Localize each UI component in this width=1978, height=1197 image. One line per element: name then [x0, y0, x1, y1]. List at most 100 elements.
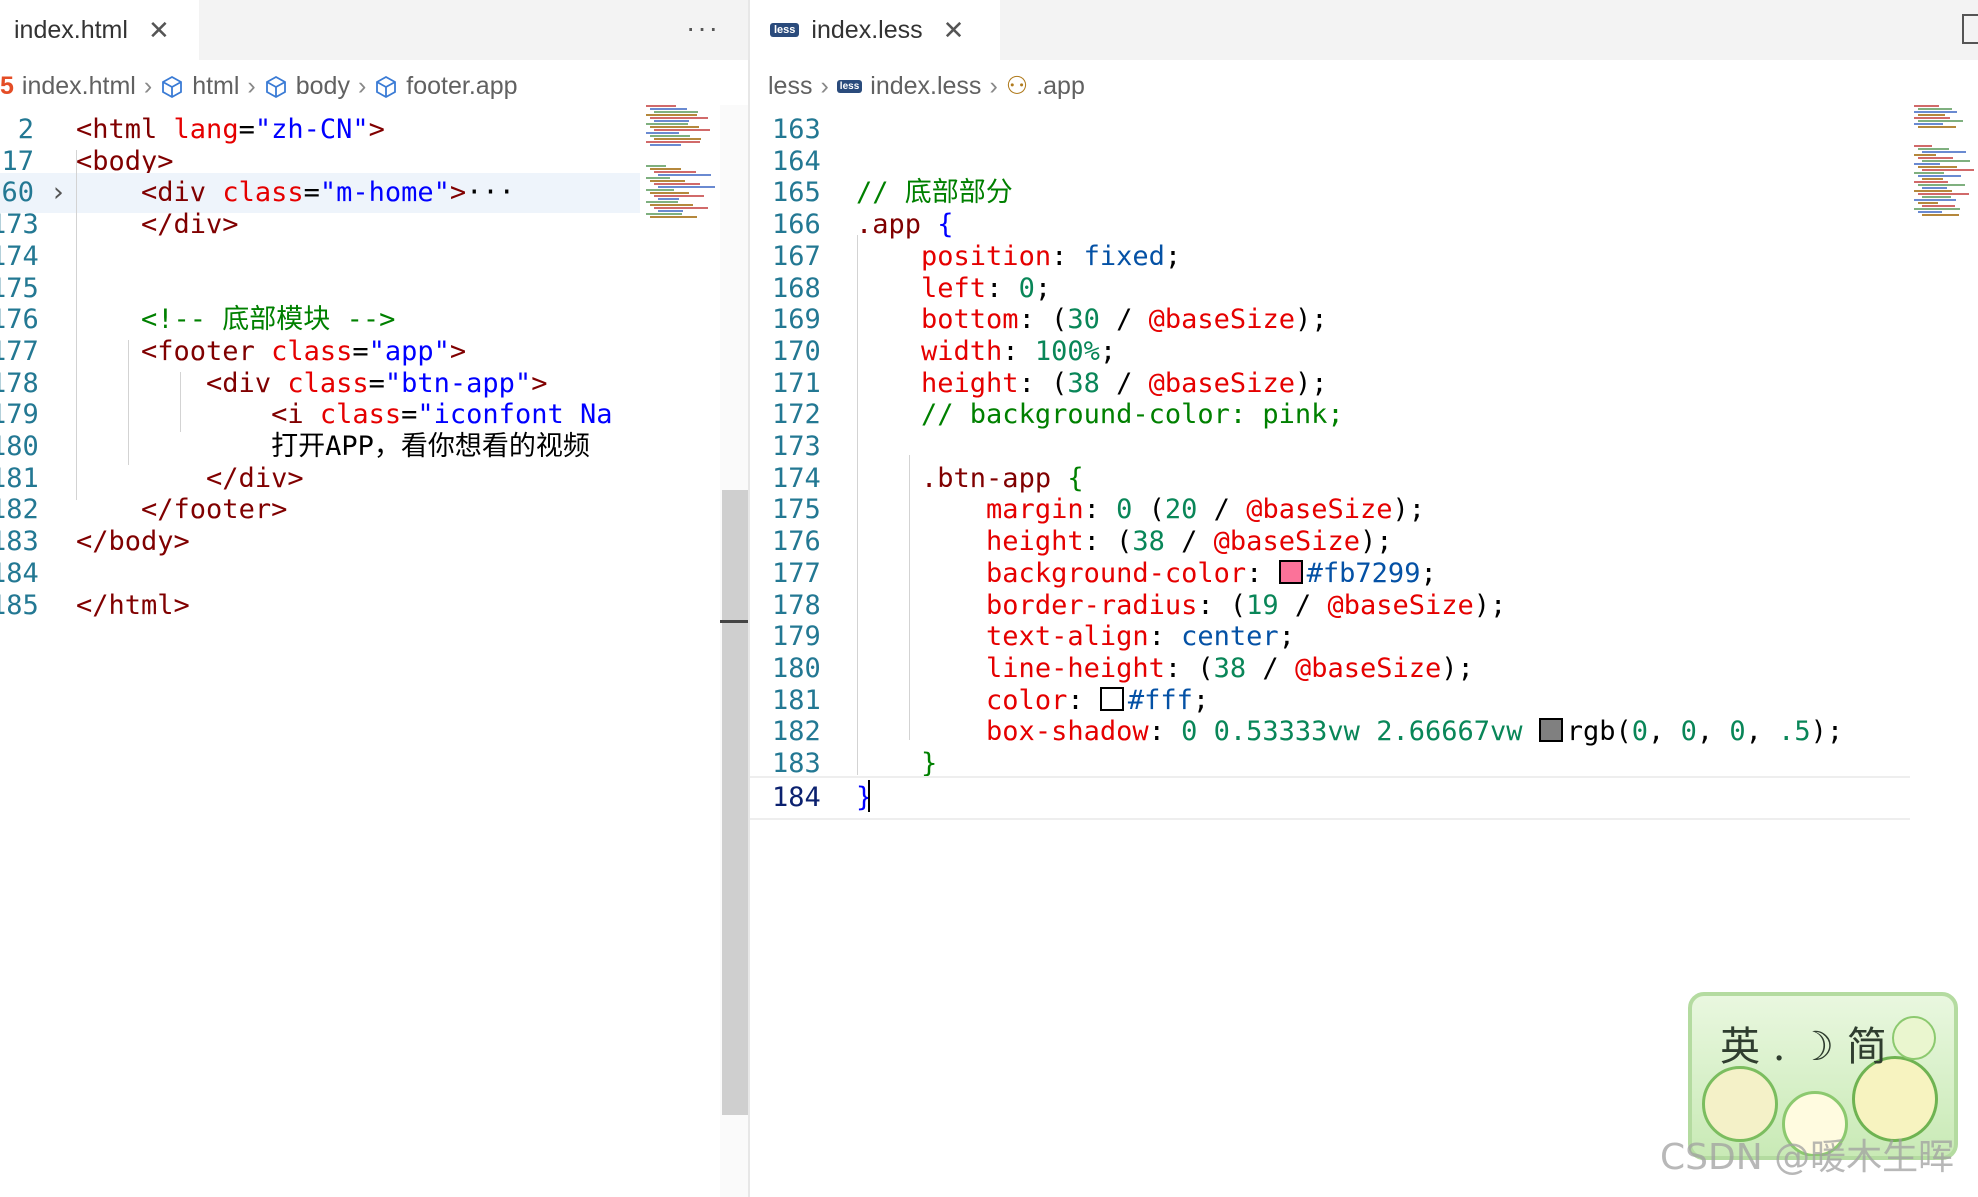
code-line[interactable]: 185</html> — [0, 586, 640, 626]
code-line[interactable]: 182 </footer> — [0, 490, 640, 530]
tab-index-less[interactable]: less index.less ✕ — [750, 0, 1000, 60]
tab-index-html[interactable]: index.html ✕ — [0, 0, 199, 60]
code-token: "zh-CN" — [254, 114, 369, 145]
code-token: "m-home" — [319, 177, 450, 209]
code-line[interactable]: 172 // background-color: pink; — [750, 395, 1910, 435]
breadcrumb-label: index.html — [21, 71, 136, 100]
code-token — [856, 716, 986, 747]
code-token: lang — [173, 114, 239, 145]
code-line[interactable]: 181 </div> — [0, 459, 640, 499]
close-icon[interactable]: ✕ — [147, 14, 170, 45]
code-line[interactable]: 163 — [750, 110, 1910, 150]
close-icon[interactable]: ✕ — [942, 14, 965, 45]
ime-status-widget[interactable]: 英 . ☽ 简 — [1688, 992, 1958, 1160]
line-number: 178 — [0, 367, 39, 399]
code-line[interactable]: 181 color: #fff; — [750, 681, 1910, 721]
code-line[interactable]: 178 border-radius: (19 / @baseSize); — [750, 586, 1910, 626]
code-line[interactable]: 171 height: (38 / @baseSize); — [750, 364, 1910, 404]
code-line[interactable]: 174 — [0, 237, 640, 277]
code-text: 打开APP，看你想看的视频 — [76, 427, 590, 467]
vertical-scrollbar[interactable] — [720, 105, 748, 1197]
watermark: CSDN @暖木生晖 — [1660, 1137, 1955, 1178]
breadcrumb-item[interactable]: less — [768, 72, 812, 101]
code-line[interactable]: 184} — [750, 775, 1910, 820]
code-line[interactable]: 179 text-align: center; — [750, 617, 1910, 657]
scrollbar-thumb[interactable] — [722, 490, 748, 1115]
breadcrumb-label: less — [768, 71, 813, 100]
minimap-line — [1918, 193, 1969, 195]
code-token — [76, 368, 206, 399]
code-token: color — [986, 684, 1068, 716]
code-line[interactable]: 167 position: fixed; — [750, 237, 1910, 277]
breadcrumb-item[interactable]: ⚇.app — [1006, 71, 1085, 101]
minimap-line — [646, 105, 676, 107]
code-line[interactable]: 180 line-height: (38 / @baseSize); — [750, 649, 1910, 689]
code-token: ); — [1473, 589, 1507, 621]
pane-divider[interactable] — [748, 0, 750, 1197]
breadcrumb-item[interactable]: footer.app — [374, 72, 518, 101]
code-line[interactable]: 60› <div class="m-home">··· — [0, 173, 640, 214]
code-line[interactable]: 176 <!-- 底部模块 --> — [0, 300, 640, 340]
code-line[interactable]: 173 </div> — [0, 205, 640, 245]
code-line[interactable]: 183 } — [750, 744, 1910, 784]
color-swatch[interactable] — [1099, 686, 1124, 711]
code-line[interactable]: 178 <div class="btn-app"> — [0, 364, 640, 404]
code-line[interactable]: 17<body> — [0, 142, 640, 182]
code-line[interactable]: 179 <i class="iconfont Na — [0, 395, 640, 435]
minimap-line — [1922, 196, 1951, 198]
breadcrumb-item[interactable]: body — [264, 72, 350, 101]
code-line[interactable]: 173 — [750, 427, 1910, 467]
line-number: 175 — [0, 272, 39, 304]
code-line[interactable]: 174 .btn-app { — [750, 459, 1910, 499]
code-line[interactable]: 177 background-color: #fb7299; — [750, 554, 1910, 594]
code-line[interactable]: 175 — [0, 269, 640, 309]
color-swatch[interactable] — [1278, 559, 1303, 584]
code-token: ; — [1192, 684, 1210, 716]
code-line[interactable]: 168 left: 0; — [750, 269, 1910, 309]
code-token — [856, 558, 986, 589]
minimap-line — [650, 126, 699, 128]
code-token: ; — [1278, 621, 1295, 653]
line-number: 171 — [772, 367, 821, 399]
line-number: 181 — [0, 462, 39, 494]
code-line[interactable]: 169 bottom: (30 / @baseSize); — [750, 300, 1910, 340]
code-line[interactable]: 184 — [0, 554, 640, 594]
minimap-line — [1914, 163, 1940, 165]
code-token: @baseSize — [1148, 367, 1295, 399]
split-editor-icon[interactable] — [1962, 14, 1978, 44]
code-line[interactable]: 2<html lang="zh-CN"> — [0, 110, 640, 150]
code-line[interactable]: 175 margin: 0 (20 / @baseSize); — [750, 490, 1910, 530]
code-line[interactable]: 182 box-shadow: 0 0.53333vw 2.66667vw rg… — [750, 712, 1910, 752]
code-token: ; — [1420, 557, 1437, 589]
color-swatch[interactable] — [1538, 718, 1563, 743]
code-line[interactable]: 166.app { — [750, 205, 1910, 245]
breadcrumb-item[interactable]: html — [160, 72, 239, 101]
breadcrumb-label: .app — [1036, 71, 1085, 100]
code-line[interactable]: 176 height: (38 / @baseSize); — [750, 522, 1910, 562]
minimap-line — [654, 183, 700, 185]
minimap-line — [646, 189, 674, 191]
code-line[interactable]: 183</body> — [0, 522, 640, 562]
more-actions-icon[interactable]: ··· — [686, 12, 720, 43]
html-code-editor[interactable]: 2<html lang="zh-CN">17<body>60› <div cla… — [0, 110, 748, 1197]
code-line[interactable]: 164 — [750, 142, 1910, 182]
code-token: .app — [856, 209, 938, 241]
code-token — [856, 494, 986, 525]
code-line[interactable]: 177 <footer class="app"> — [0, 332, 640, 372]
minimap-line — [658, 186, 715, 188]
code-line[interactable]: 180 打开APP，看你想看的视频 — [0, 427, 640, 467]
minimap-line — [1914, 172, 1944, 174]
code-token: / — [1278, 589, 1328, 621]
code-line[interactable]: 170 width: 100%; — [750, 332, 1910, 372]
code-text: background-color: #fb7299; — [856, 554, 1437, 594]
line-number: 177 — [772, 557, 821, 589]
code-token: > — [531, 367, 548, 399]
minimap[interactable] — [640, 105, 720, 1197]
fold-chevron-icon[interactable]: › — [50, 177, 67, 209]
minimap-line — [650, 216, 697, 218]
code-line[interactable]: 165// 底部部分 — [750, 173, 1910, 213]
code-text: height: (38 / @baseSize); — [856, 522, 1392, 562]
